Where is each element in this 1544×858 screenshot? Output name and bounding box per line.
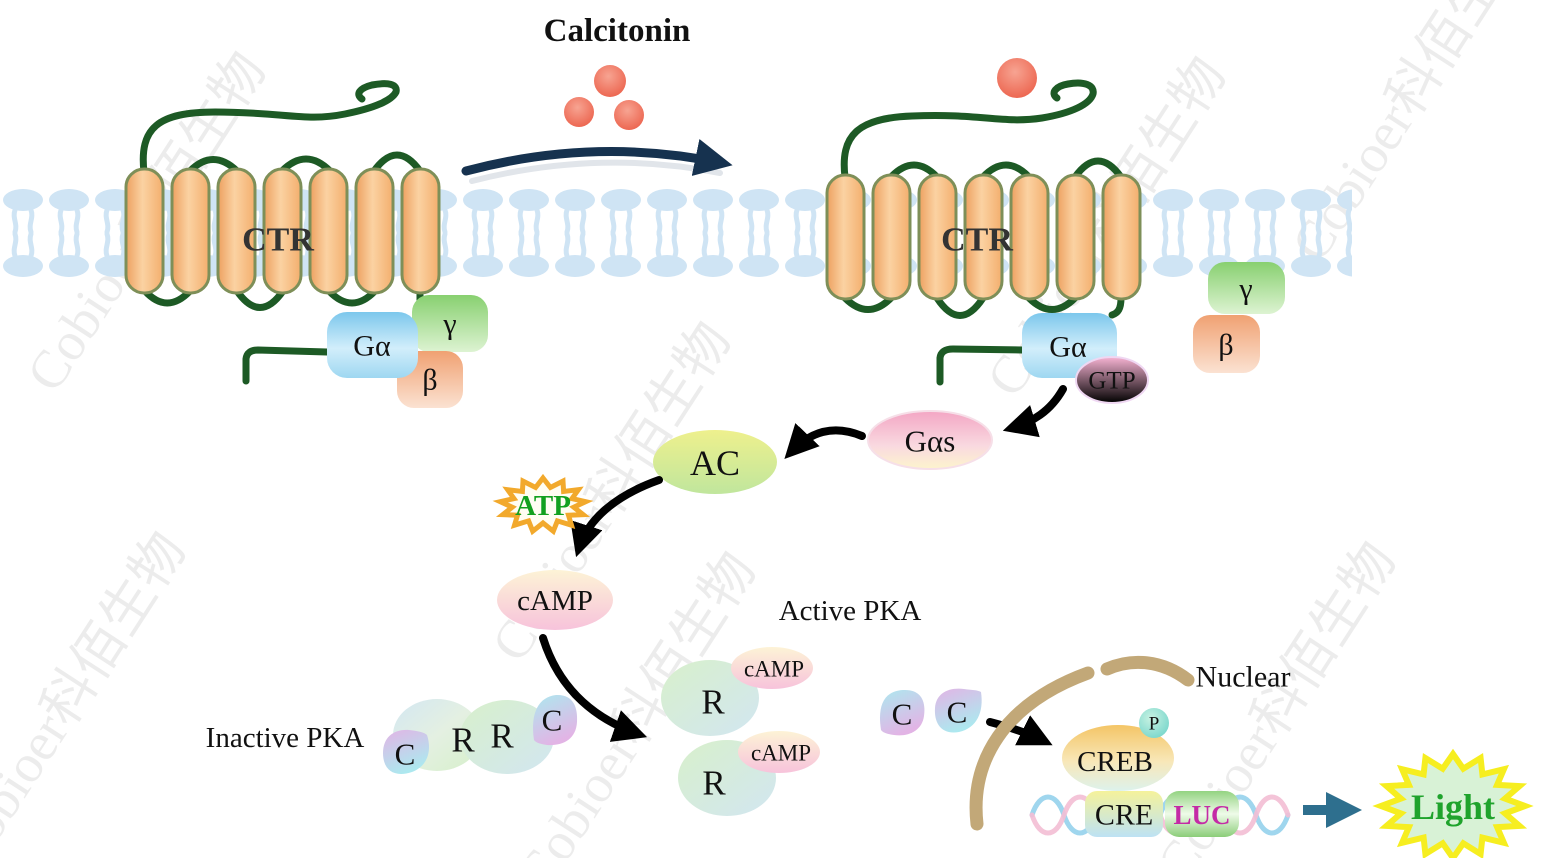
g-alpha-label: Gα [1049,331,1087,364]
phospho-group [1139,708,1169,738]
calcitonin-ligands [564,65,644,130]
nuclear-label: Nuclear [1196,661,1291,694]
luc-gene [1165,791,1239,837]
nuclear-membrane-arc [1100,655,1195,687]
intracellular-loop [1025,294,1079,313]
transmembrane-helices [124,167,441,295]
extracellular-loop [887,161,941,181]
nuclear-envelope [969,655,1195,831]
intracellular-loop [233,287,287,311]
catalytic-subunit-shape [533,694,578,746]
atp-star-shape [492,473,594,536]
c-terminal-link [1108,294,1125,319]
gamma-subunit [1208,262,1285,314]
dna-reporter: CRE LUC [1029,791,1291,837]
regulatory-label: R [490,717,514,756]
n-terminal-tail [840,79,1097,181]
catalytic-label: C [542,703,563,738]
camp-bound-label: cAMP [744,657,804,682]
atp-burst: ATP [492,473,594,536]
light-star-shape [1372,748,1534,858]
regulatory-label: R [702,764,726,803]
g-alpha-subunit [327,312,418,378]
gtp-label: GTP [1088,368,1135,395]
adenylyl-cyclase: AC [653,430,777,494]
arrow-ac-to-camp [570,476,663,558]
beta-gamma-dissociated: γ β [1193,262,1285,373]
extracellular-loop [979,161,1033,181]
camp-molecule: cAMP [497,570,613,630]
regulatory-subunit-shape [661,660,759,736]
beta-label: β [1218,329,1233,362]
free-catalytic-subunits: C C [879,688,982,736]
watermark-text: Cobioer科佰生物 [0,522,197,858]
catalytic-subunit-shape [879,689,925,736]
ac-label: AC [690,443,740,483]
activation-arrow [461,139,733,184]
light-burst: Light [1372,748,1534,858]
gamma-subunit [412,295,488,352]
receptor-ctr-left: CTR [124,80,441,385]
intracellular-loop [325,287,379,307]
regulatory-label: R [701,683,725,722]
g-alpha-gtp-active: Gα GTP [1022,313,1149,404]
arrow-camp-to-pka [539,634,648,742]
calcitonin-title: Calcitonin [544,13,691,49]
regulatory-subunit-shape [460,700,554,774]
cre-label: CRE [1095,799,1153,832]
arrow-gtp-to-gas [1002,385,1067,438]
receptor-label: CTR [941,222,1013,259]
nuclear-membrane-arc [969,666,1095,831]
receptor-ctr-right: CTR [825,79,1142,386]
gas-protein: Gαs [867,410,993,470]
receptor-label: CTR [242,222,314,259]
intracellular-loop [933,294,987,319]
creb-label: CREB [1077,746,1153,778]
regulatory-label: R [451,721,475,760]
extracellular-loop [1071,157,1125,181]
luc-label: LUC [1173,800,1230,830]
catalytic-label: C [395,737,416,772]
beta-label: β [422,364,437,397]
extracellular-loop [186,156,241,175]
intracellular-loop [141,287,194,307]
arrow-c-to-nucleus [986,715,1053,746]
g-alpha-label: Gα [353,330,391,363]
g-protein-trimer-left: γ β Gα [327,295,488,408]
active-pka-complex: R cAMP R cAMP [661,647,820,816]
camp-bound-label: cAMP [751,741,811,766]
gamma-label: γ [442,308,456,341]
camp-label: cAMP [517,585,593,617]
cre-element [1085,791,1163,837]
active-pka-label: Active PKA [779,595,922,627]
catalytic-subunit-shape [383,729,430,774]
extracellular-loop [278,155,334,175]
creb-transcription-factor: CREB P [1062,708,1174,791]
c-terminal-tail [242,346,331,385]
light-label: Light [1411,787,1495,827]
calcitonin-bound-ligand [997,58,1037,98]
catalytic-label: C [892,697,913,732]
atp-label: ATP [515,490,571,522]
beta-subunit [1193,315,1260,373]
gtp-molecule [1075,356,1149,404]
camp-bound-shape [738,731,820,773]
c-terminal-tail [936,345,1026,386]
catalytic-label: C [947,695,968,730]
gamma-label: γ [1238,273,1252,306]
catalytic-subunit-shape [934,688,982,733]
extracellular-loop [370,151,424,175]
n-terminal-tail [139,80,400,176]
camp-bound-shape [731,647,813,689]
inactive-pka-label: Inactive PKA [206,722,365,754]
transmembrane-helices [825,173,1142,301]
inactive-pka-complex: C R R C [383,694,578,774]
intracellular-loop [841,294,895,313]
gas-label: Gαs [905,424,956,459]
phospho-label: P [1149,714,1160,735]
arrow-gas-to-ac [784,423,866,459]
